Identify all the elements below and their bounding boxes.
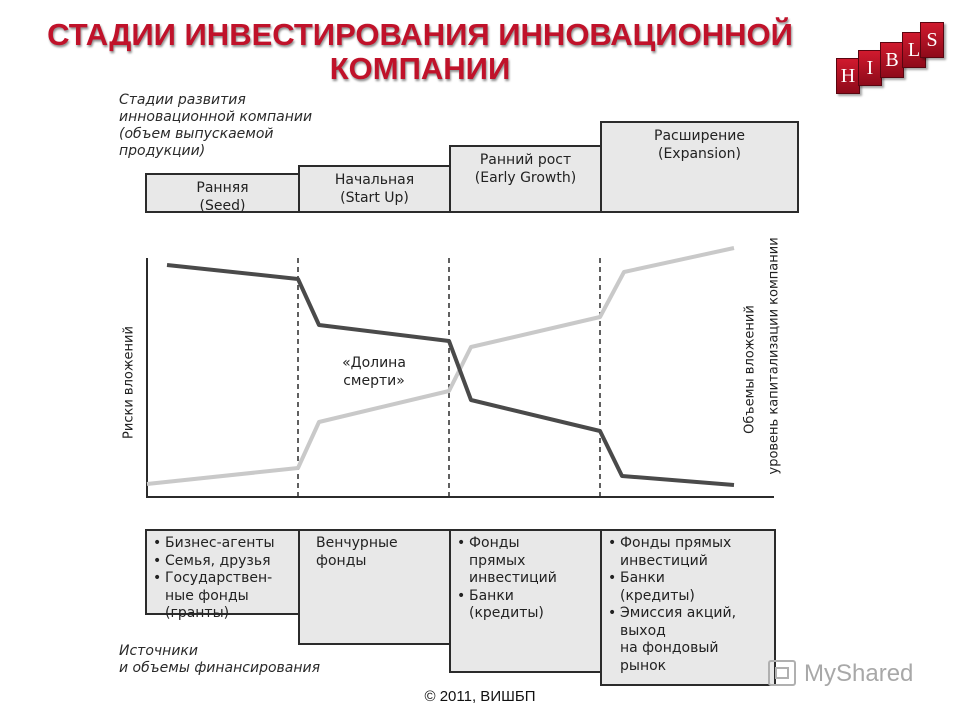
stage-expansion: Расширение (Expansion) — [600, 121, 799, 213]
stage-english-name: (Start Up) — [340, 190, 409, 206]
source-item: Эмиссия акций, выход на фондовый рынок — [608, 605, 774, 675]
stage-seed: Ранняя (Seed) — [145, 173, 300, 214]
sources-seed: Бизнес-агенты Семья, друзья Государствен… — [145, 529, 300, 621]
source-item: Государствен- ные фонды (гранты) — [153, 570, 298, 623]
logo-letter-h: H — [836, 58, 860, 94]
stages-caption-line: продукции) — [119, 143, 206, 159]
stage-early-growth: Ранний рост (Early Growth) — [449, 145, 602, 213]
sources-caption-line: и объемы финансирования — [119, 660, 321, 676]
logo-letter-i: I — [858, 50, 882, 86]
risk-axis-label: Риски вложений — [121, 326, 137, 439]
sources-early-growth: Фонды прямых инвестиций Банки (кредиты) — [449, 529, 602, 673]
stage-name: Ранний рост — [479, 152, 572, 168]
volume-axis-label: Объемы вложений — [742, 305, 758, 434]
presentation-icon — [768, 660, 796, 686]
logo-letter-b: B — [880, 42, 904, 78]
page-title: СТАДИИ ИНВЕСТИРОВАНИЯ ИННОВАЦИОННОЙ КОМП… — [0, 18, 840, 86]
source-item: Семья, друзья — [153, 553, 298, 571]
source-item: Фонды прямых инвестиций — [457, 535, 600, 588]
sources-caption: Источники и объемы финансирования — [119, 643, 320, 677]
stage-start-up: Начальная (Start Up) — [298, 165, 451, 213]
stages-caption-line: (объем выпускаемой — [119, 126, 274, 142]
valley-of-death-label: «Долина смерти» — [319, 354, 429, 390]
source-item: Бизнес-агенты — [153, 535, 298, 553]
stage-english-name: (Seed) — [199, 198, 246, 214]
sources-caption-line: Источники — [119, 643, 198, 659]
stages-caption-line: Стадии развития — [119, 92, 246, 108]
investment-stages-diagram: Стадии развития инновационной компании (… — [119, 88, 799, 686]
title-line-2: КОМПАНИИ — [329, 51, 511, 86]
hibls-logo: H I B L S — [832, 18, 944, 98]
valley-label-line: смерти» — [343, 373, 405, 389]
logo-letter-s: S — [920, 22, 944, 58]
valley-label-line: «Долина — [342, 355, 406, 371]
stage-english-name: (Early Growth) — [474, 170, 577, 186]
stages-caption-line: инновационной компании — [119, 109, 313, 125]
stage-name: Ранняя — [196, 180, 249, 196]
stages-caption: Стадии развития инновационной компании (… — [119, 92, 312, 160]
sources-start-up: Венчурные фонды — [298, 529, 451, 645]
sources-expansion: Фонды прямых инвестиций Банки (кредиты) … — [600, 529, 776, 686]
watermark-text: MyShared — [804, 660, 914, 687]
copyright: © 2011, ВИШБП — [424, 688, 536, 705]
title-line-1: СТАДИИ ИНВЕСТИРОВАНИЯ ИННОВАЦИОННОЙ — [47, 17, 793, 52]
stage-english-name: (Expansion) — [657, 146, 741, 162]
source-item: Банки (кредиты) — [457, 588, 600, 623]
source-item: Фонды прямых инвестиций — [608, 535, 774, 570]
stage-name: Начальная — [334, 172, 415, 188]
investment-risk-line — [166, 263, 735, 487]
myshared-watermark: MyShared — [768, 656, 938, 692]
capitalization-axis-label: уровень капитализации компании — [766, 237, 782, 475]
source-item: Банки (кредиты) — [608, 570, 774, 605]
stage-name: Расширение — [654, 128, 745, 144]
risk-volume-chart — [146, 246, 774, 498]
investment-volume-line — [146, 246, 735, 486]
